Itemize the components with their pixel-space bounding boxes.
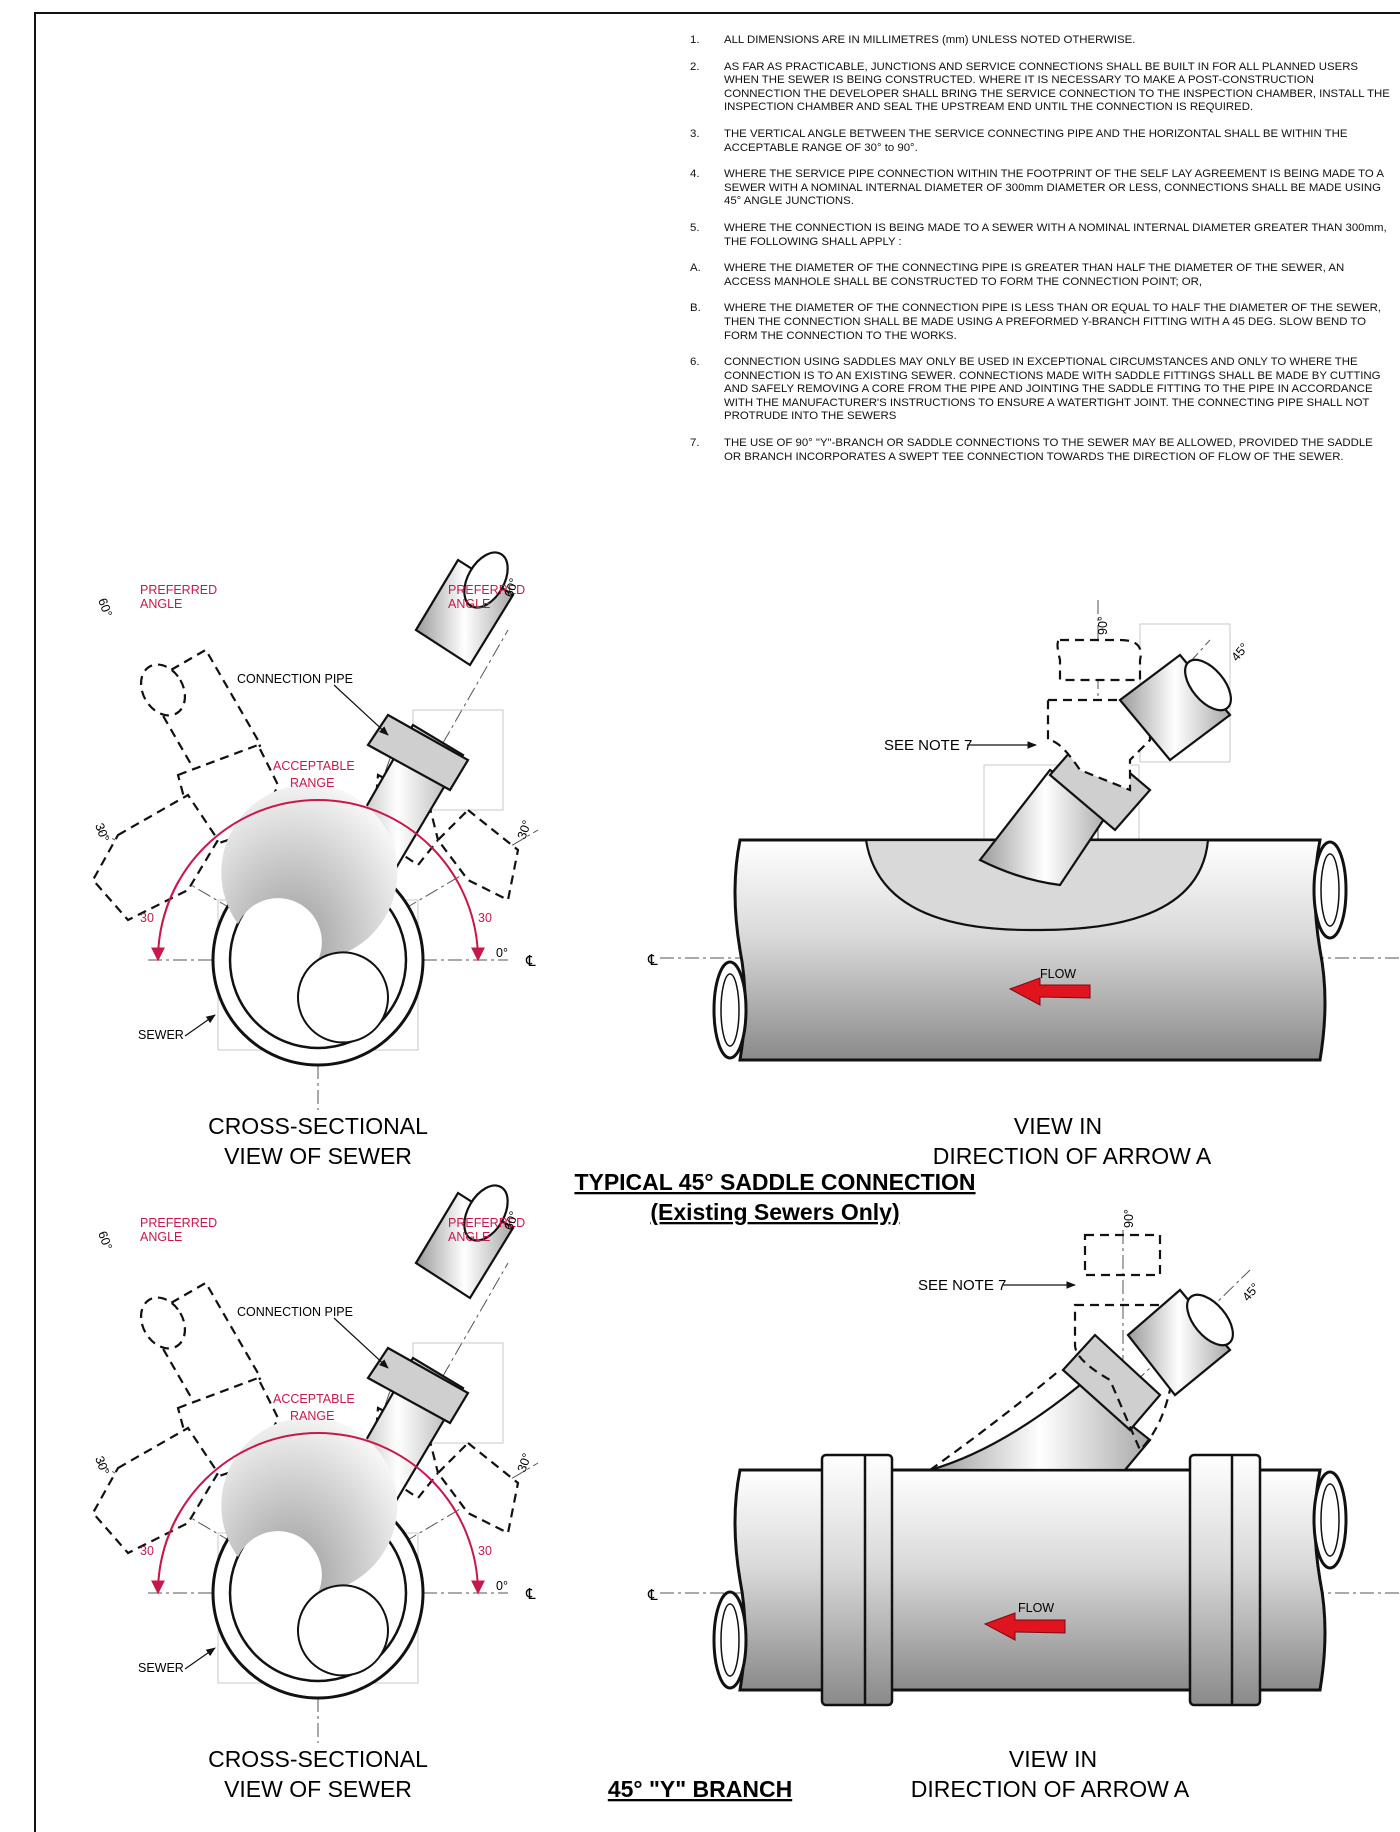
note-item: 6. CONNECTION USING SADDLES MAY ONLY BE U…	[690, 356, 1390, 424]
cross-section-view-top	[93, 545, 538, 1110]
sewer-label-2: SEWER	[138, 1661, 184, 1675]
preferred-label-left-2: PREFERRED	[140, 1216, 217, 1230]
centreline-symbol-side-2: ℄	[647, 1587, 658, 1604]
saddle-title-line1: TYPICAL 45° SADDLE CONNECTION	[574, 1169, 975, 1195]
cross-section-caption-line2-2: VIEW OF SEWER	[224, 1776, 412, 1802]
note-item: 4. WHERE THE SERVICE PIPE CONNECTION WITH…	[690, 168, 1390, 209]
flow-label: FLOW	[1040, 967, 1076, 981]
saddle-title-line2: (Existing Sewers Only)	[650, 1199, 899, 1225]
note-item: 5. WHERE THE CONNECTION IS BEING MADE TO …	[690, 222, 1390, 249]
deg-45-label-2: 45°	[1240, 1280, 1263, 1303]
deg-60-left: 60°	[95, 596, 115, 619]
note-text: CONNECTION USING SADDLES MAY ONLY BE USE…	[724, 356, 1381, 423]
flow-label-2: FLOW	[1018, 1601, 1054, 1615]
connection-pipe-label: CONNECTION PIPE	[237, 672, 353, 686]
ybranch-side-view-labels: 90° 45° SEE NOTE 7 FLOW ℄ VIEW IN DIRECT…	[608, 1209, 1263, 1802]
note-item: 1. ALL DIMENSIONS ARE IN MILLIMETRES (mm)…	[690, 34, 1390, 48]
saddle-side-view	[660, 600, 1400, 1062]
note-text: AS FAR AS PRACTICABLE, JUNCTIONS AND SER…	[724, 60, 1390, 114]
deg-90-label-2: 90°	[1122, 1209, 1136, 1228]
cross-section-caption-line2: VIEW OF SEWER	[224, 1143, 412, 1169]
deg-30-right-2: 30°	[515, 1451, 535, 1474]
range-label: RANGE	[290, 776, 334, 790]
deg-60-left-2: 60°	[95, 1229, 115, 1252]
preferred-label-right: PREFERRED	[448, 583, 525, 597]
deg-60-right: 60°	[502, 576, 522, 599]
preferred-label-left: PREFERRED	[140, 583, 217, 597]
centreline-symbol-2: ℄	[525, 1586, 536, 1603]
note-text: WHERE THE CONNECTION IS BEING MADE TO A …	[724, 221, 1387, 248]
cross-section-caption-line1: CROSS-SECTIONAL	[208, 1113, 428, 1139]
note-text: WHERE THE DIAMETER OF THE CONNECTION PIP…	[724, 302, 1381, 342]
note-number: 4.	[690, 168, 700, 181]
acceptable-label-2: ACCEPTABLE	[273, 1392, 355, 1406]
preferred-label-right-2: PREFERRED	[448, 1216, 525, 1230]
note-number: B.	[690, 302, 701, 315]
deg-30-small-right-2: 30	[478, 1544, 492, 1558]
angle-label-left: ANGLE	[140, 597, 182, 611]
centreline-symbol-side: ℄	[647, 952, 658, 969]
angle-label-right: ANGLE	[448, 597, 490, 611]
note-item: A. WHERE THE DIAMETER OF THE CONNECTING P…	[690, 262, 1390, 289]
drawing-sheet-border	[34, 12, 1400, 1832]
side-view-caption-line2: DIRECTION OF ARROW A	[933, 1143, 1212, 1169]
angle-label-left-2: ANGLE	[140, 1230, 182, 1244]
deg-0-label-2: 0°	[496, 1579, 508, 1593]
deg-30-left-2: 30°	[92, 1454, 112, 1477]
general-notes: 1. ALL DIMENSIONS ARE IN MILLIMETRES (mm)…	[690, 34, 1390, 477]
sewer-label: SEWER	[138, 1028, 184, 1042]
cross-section-view-bottom	[93, 1178, 538, 1743]
note-text: WHERE THE DIAMETER OF THE CONNECTING PIP…	[724, 262, 1345, 288]
cross-section-caption-line1-2: CROSS-SECTIONAL	[208, 1746, 428, 1772]
ybranch-title: 45° "Y" BRANCH	[608, 1776, 792, 1802]
note-number: 3.	[690, 127, 700, 140]
note-item: 7. THE USE OF 90° "Y"-BRANCH OR SADDLE CO…	[690, 437, 1390, 464]
ybranch-caption-line2: DIRECTION OF ARROW A	[911, 1776, 1190, 1802]
note-number: 5.	[690, 221, 700, 234]
deg-0-label: 0°	[496, 946, 508, 960]
cross-section-labels-bottom: PREFERRED ANGLE PREFERRED ANGLE 60° 60° …	[92, 1209, 536, 1802]
deg-30-small-right: 30	[478, 911, 492, 925]
angle-label-right-2: ANGLE	[448, 1230, 490, 1244]
note-text: THE USE OF 90° "Y"-BRANCH OR SADDLE CONN…	[724, 437, 1373, 463]
note-text: ALL DIMENSIONS ARE IN MILLIMETRES (mm) U…	[724, 34, 1136, 46]
note-text: THE VERTICAL ANGLE BETWEEN THE SERVICE C…	[724, 127, 1348, 154]
ybranch-side-view	[660, 1230, 1400, 1707]
note-number: 6.	[690, 356, 700, 369]
cross-section-labels-top: PREFERRED ANGLE PREFERRED ANGLE 60° 60° …	[92, 576, 536, 1169]
see-note-label-2: SEE NOTE 7	[918, 1277, 1006, 1294]
note-number: 2.	[690, 60, 700, 73]
deg-30-left: 30°	[92, 821, 112, 844]
deg-45-label: 45°	[1229, 640, 1252, 663]
acceptable-label: ACCEPTABLE	[273, 759, 355, 773]
deg-30-small-left-2: 30	[140, 1544, 154, 1558]
note-item: B. WHERE THE DIAMETER OF THE CONNECTION P…	[690, 302, 1390, 343]
deg-30-right: 30°	[515, 818, 535, 841]
ybranch-caption-line1: VIEW IN	[1009, 1746, 1097, 1772]
deg-60-right-2: 60°	[502, 1209, 522, 1232]
centreline-symbol: ℄	[525, 953, 536, 970]
note-item: 3. THE VERTICAL ANGLE BETWEEN THE SERVICE…	[690, 128, 1390, 155]
deg-90-label: 90°	[1096, 616, 1110, 635]
connection-pipe-label-2: CONNECTION PIPE	[237, 1305, 353, 1319]
saddle-side-view-labels: 90° 45° SEE NOTE 7 FLOW ℄ VIEW IN DIRECT…	[574, 616, 1251, 1225]
see-note-label: SEE NOTE 7	[884, 737, 972, 754]
note-number: A.	[690, 262, 701, 275]
note-number: 1.	[690, 34, 700, 46]
note-item: 2. AS FAR AS PRACTICABLE, JUNCTIONS AND S…	[690, 61, 1390, 115]
note-text: WHERE THE SERVICE PIPE CONNECTION WITHIN…	[724, 168, 1384, 208]
deg-30-small-left: 30	[140, 911, 154, 925]
range-label-2: RANGE	[290, 1409, 334, 1423]
note-number: 7.	[690, 437, 700, 450]
side-view-caption-line1: VIEW IN	[1014, 1113, 1102, 1139]
